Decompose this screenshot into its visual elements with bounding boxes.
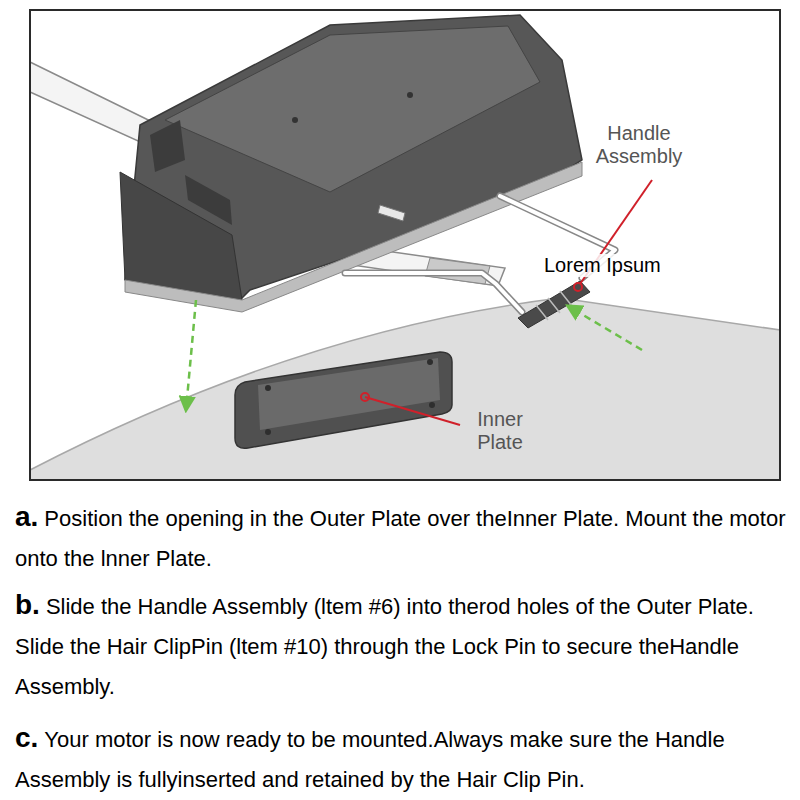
motor-base — [125, 162, 582, 312]
step-text: Your motor is now ready to be mounted.Al… — [15, 727, 725, 792]
screw — [407, 92, 413, 98]
direction-arrow — [568, 306, 642, 350]
instruction-step: b.Slide the Handle Assembly (ltem #6) in… — [15, 585, 787, 707]
motor-front — [120, 172, 242, 300]
motor-top — [165, 26, 540, 192]
instruction-step: a.Position the opening in the Outer Plat… — [15, 497, 787, 579]
part-label: Inner Plate — [464, 408, 536, 454]
leader-line — [365, 397, 460, 425]
motor-bracket — [150, 120, 185, 172]
motor-bracket — [185, 175, 232, 225]
step-text: Position the opening in the Outer Plate … — [15, 506, 785, 571]
outer-plate-surface — [30, 298, 780, 480]
instruction-step: c.Your motor is now ready to be mounted.… — [15, 718, 787, 800]
lock-pin — [378, 205, 405, 221]
part-label: Handle Assembly — [583, 122, 695, 168]
hair-clip-pin — [518, 281, 590, 328]
figure-frame — [30, 10, 780, 480]
step-letter: a. — [15, 501, 38, 532]
step-text: Slide the Handle Assembly (ltem #6) into… — [15, 594, 754, 699]
inner-plate-top — [258, 358, 440, 430]
direction-arrow — [186, 300, 196, 410]
step-letter: b. — [15, 589, 40, 620]
part-label: Lorem Ipsum — [542, 254, 663, 277]
step-letter: c. — [15, 722, 38, 753]
inner-plate — [235, 352, 452, 448]
screw — [292, 117, 298, 123]
pin-hatching — [536, 291, 572, 320]
